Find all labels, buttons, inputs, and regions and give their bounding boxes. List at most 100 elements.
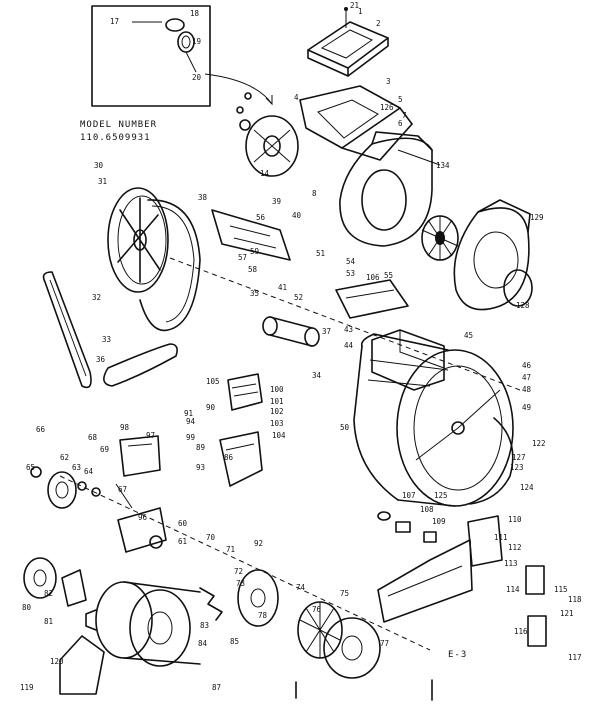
callout-64: 64 bbox=[84, 467, 94, 476]
callout-54: 54 bbox=[346, 257, 356, 266]
page-ref: E-3 bbox=[448, 650, 467, 660]
callout-76: 76 bbox=[312, 605, 322, 614]
callout-56: 56 bbox=[256, 213, 266, 222]
callout-69: 69 bbox=[100, 445, 109, 454]
callout-4: 4 bbox=[294, 93, 299, 102]
callout-47: 47 bbox=[522, 373, 531, 382]
callout-104: 104 bbox=[272, 431, 286, 440]
model-heading: MODEL NUMBER bbox=[80, 120, 157, 130]
callout-60: 60 bbox=[178, 519, 188, 528]
door-switch bbox=[119, 435, 161, 477]
blower-housing-rear bbox=[453, 199, 531, 311]
callout-92: 92 bbox=[254, 539, 263, 548]
callout-32: 32 bbox=[92, 293, 101, 302]
callout-127: 127 bbox=[512, 453, 526, 462]
callout-102: 102 bbox=[270, 407, 284, 416]
callout-73: 73 bbox=[236, 579, 245, 588]
callout-126: 126 bbox=[380, 103, 394, 112]
idler-roller bbox=[262, 316, 320, 347]
callout-87: 87 bbox=[212, 683, 221, 692]
drum-seal-strip bbox=[469, 417, 514, 505]
callout-89: 89 bbox=[196, 443, 205, 452]
callout-107: 107 bbox=[402, 491, 416, 500]
callout-46: 46 bbox=[522, 361, 532, 370]
callout-17: 17 bbox=[110, 17, 119, 26]
callout-110: 110 bbox=[508, 515, 522, 524]
callout-90: 90 bbox=[206, 403, 216, 412]
callout-58: 58 bbox=[248, 265, 258, 274]
callout-125: 125 bbox=[434, 491, 448, 500]
callout-112: 112 bbox=[508, 543, 522, 552]
callout-68: 68 bbox=[88, 433, 98, 442]
drive-belt bbox=[139, 199, 201, 332]
callout-66: 66 bbox=[36, 425, 46, 434]
callout-49: 49 bbox=[522, 403, 531, 412]
callout-99: 99 bbox=[186, 433, 195, 442]
callout-65: 65 bbox=[26, 463, 35, 472]
callout-50: 50 bbox=[340, 423, 350, 432]
lower-blower-wheel bbox=[297, 601, 343, 659]
callout-38: 38 bbox=[198, 193, 208, 202]
callout-108: 108 bbox=[420, 505, 434, 514]
motor-pulley bbox=[23, 557, 87, 607]
callout-61: 61 bbox=[178, 537, 187, 546]
drum-axis bbox=[169, 257, 521, 391]
callout-48: 48 bbox=[522, 385, 532, 394]
heater-element-cover bbox=[525, 565, 547, 647]
callout-43: 43 bbox=[344, 325, 353, 334]
blower-housing-front bbox=[339, 131, 441, 247]
blower-seal-ring bbox=[503, 269, 533, 307]
callout-105: 105 bbox=[206, 377, 220, 386]
callout-84: 84 bbox=[198, 639, 208, 648]
rear-drum-plate bbox=[236, 92, 299, 177]
callout-85: 85 bbox=[230, 637, 239, 646]
motor-base bbox=[59, 635, 105, 695]
callout-52: 52 bbox=[294, 293, 303, 302]
callout-33: 33 bbox=[102, 335, 111, 344]
callout-20: 20 bbox=[192, 73, 202, 82]
callout-7: 7 bbox=[402, 111, 407, 120]
callout-120: 120 bbox=[50, 657, 64, 666]
bulkhead-bracket bbox=[299, 85, 413, 161]
callout-96: 96 bbox=[138, 513, 148, 522]
callout-8: 8 bbox=[312, 189, 317, 198]
heater-terminals bbox=[377, 511, 437, 543]
motor-mount-bracket bbox=[219, 431, 263, 487]
callout-75: 75 bbox=[340, 589, 349, 598]
callout-123: 123 bbox=[510, 463, 524, 472]
callout-128: 128 bbox=[516, 301, 530, 310]
motor-axis bbox=[59, 475, 431, 651]
callout-109: 109 bbox=[432, 517, 446, 526]
callout-119: 119 bbox=[20, 683, 34, 692]
callout-116: 116 bbox=[514, 627, 528, 636]
callout-103: 103 bbox=[270, 419, 284, 428]
callout-113: 113 bbox=[504, 559, 518, 568]
drum-pulley bbox=[107, 187, 169, 293]
callout-21: 21 bbox=[350, 1, 359, 10]
callout-74: 74 bbox=[296, 583, 306, 592]
callout-94: 94 bbox=[186, 417, 196, 426]
callout-93: 93 bbox=[196, 463, 205, 472]
callout-134: 134 bbox=[436, 161, 450, 170]
callout-30: 30 bbox=[94, 161, 104, 170]
callout-124: 124 bbox=[520, 483, 534, 492]
callout-34: 34 bbox=[312, 371, 322, 380]
callout-118: 118 bbox=[568, 595, 582, 604]
callout-115: 115 bbox=[554, 585, 568, 594]
callout-81: 81 bbox=[44, 617, 53, 626]
drum-bearing-housing bbox=[371, 329, 445, 391]
callout-18: 18 bbox=[190, 9, 200, 18]
callout-97: 97 bbox=[146, 431, 155, 440]
callout-1: 1 bbox=[358, 7, 363, 16]
callout-2: 2 bbox=[376, 19, 381, 28]
callout-98: 98 bbox=[120, 423, 130, 432]
thermostat-bracket bbox=[467, 515, 503, 567]
callout-117: 117 bbox=[568, 653, 582, 662]
callout-83: 83 bbox=[200, 621, 209, 630]
callout-80: 80 bbox=[22, 603, 32, 612]
idler-arm bbox=[115, 483, 167, 553]
callout-129: 129 bbox=[530, 213, 544, 222]
